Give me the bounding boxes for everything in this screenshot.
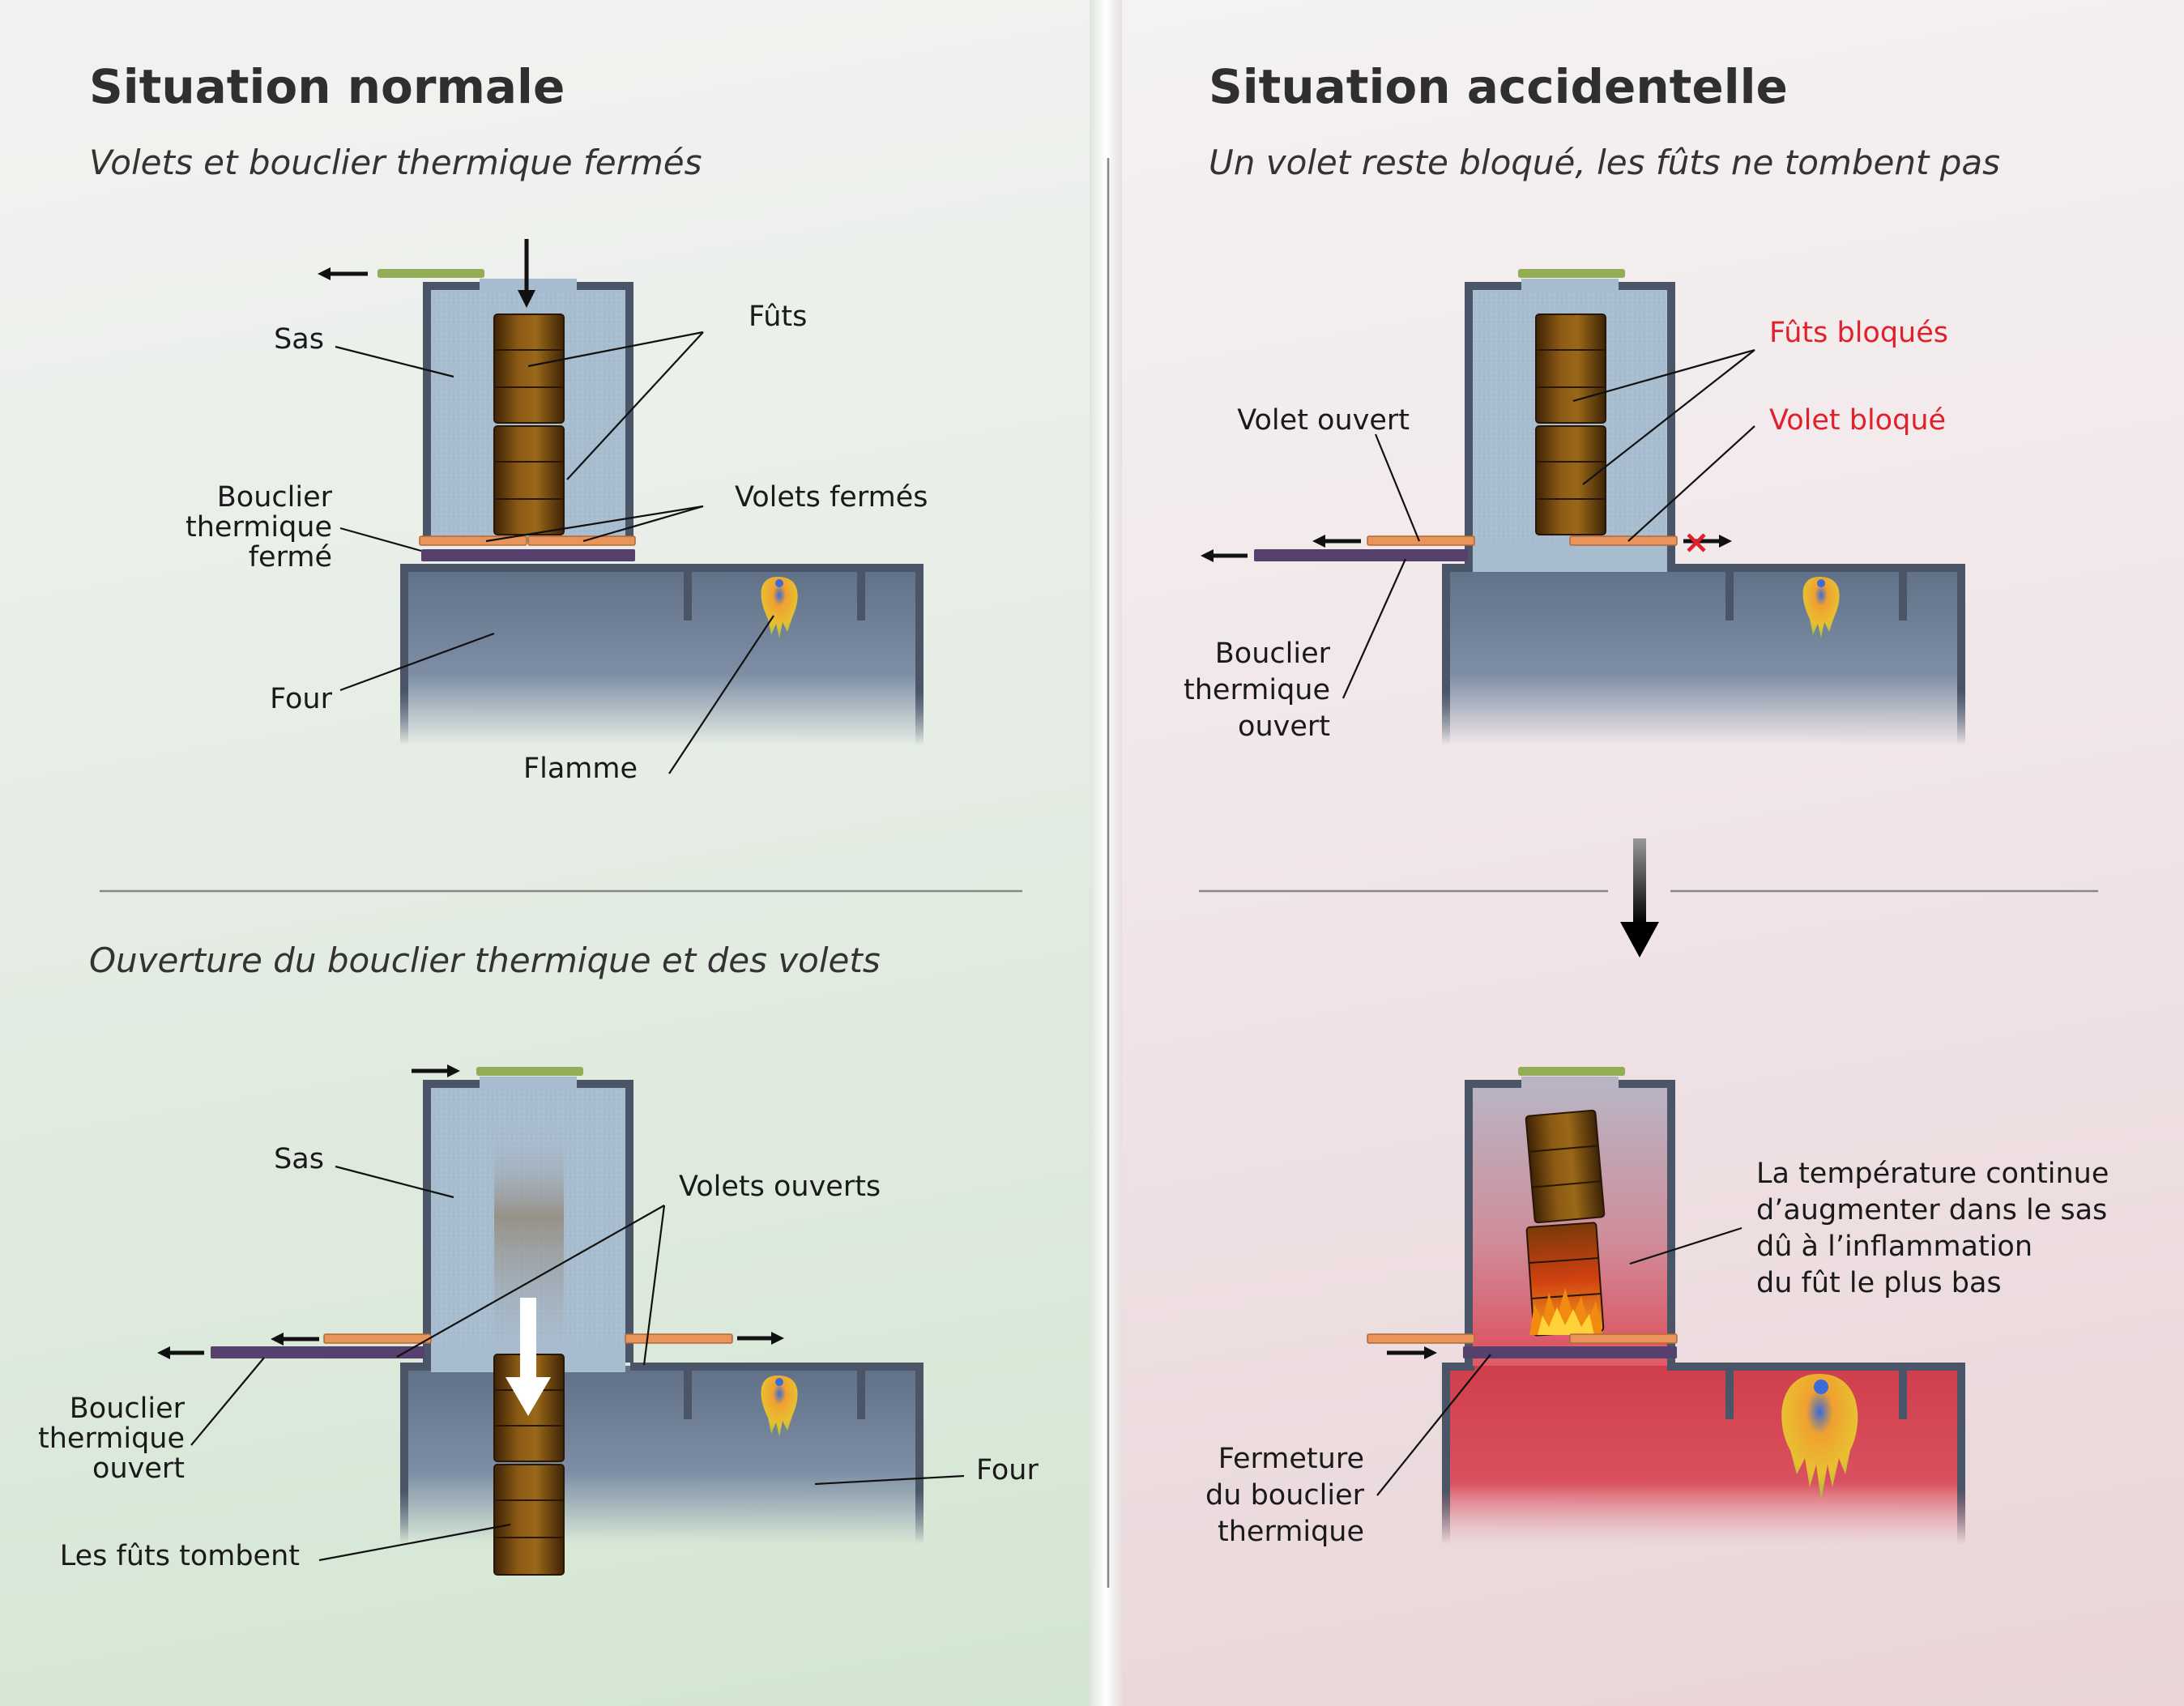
- accident-title: Situation accidentelle: [1209, 59, 1788, 114]
- airlock-lid: [378, 269, 484, 278]
- flame-icon: [761, 577, 798, 638]
- label-volet-bloque: Volet bloqué: [1769, 404, 1946, 437]
- label-flamme: Flamme: [523, 753, 638, 785]
- label-temperature-2: d’augmenter dans le sas: [1756, 1194, 2107, 1226]
- normal-bottom-subtitle: Ouverture du bouclier thermique et des v…: [89, 940, 881, 980]
- label-bouclier-3: ouvert: [92, 1452, 185, 1485]
- label-fermeture-2: du bouclier: [1205, 1479, 1365, 1512]
- arrow-left-icon: [157, 1346, 204, 1359]
- label-bouclier-1: Bouclier: [70, 1393, 186, 1425]
- label-sas: Sas: [274, 323, 324, 356]
- label-bouclier-3: fermé: [249, 541, 332, 574]
- label-fermeture-1: Fermeture: [1218, 1443, 1364, 1475]
- accident-top-subtitle: Un volet reste bloqué, les fûts ne tombe…: [1209, 143, 2000, 182]
- blocked-arrow-icon: [1683, 533, 1732, 552]
- label-four: Four: [976, 1454, 1039, 1486]
- label-temperature-1: La température continue: [1756, 1158, 2109, 1190]
- shutter-right-blocked: [1569, 535, 1678, 546]
- fire-icon: [1529, 1288, 1602, 1335]
- label-sas: Sas: [274, 1143, 324, 1175]
- arrow-left-icon: [1201, 549, 1248, 562]
- label-futs-tombent: Les fûts tombent: [60, 1540, 300, 1572]
- big-flame-icon: [1781, 1374, 1858, 1500]
- normal-top-subtitle: Volets et bouclier thermique fermés: [89, 143, 702, 182]
- flame-icon: [761, 1375, 798, 1437]
- label-futs: Fûts: [749, 301, 807, 333]
- oven-body: [400, 567, 924, 745]
- heat-shield-closing: [1463, 1346, 1677, 1358]
- scene-accident-fire: La température continue d’augmenter dans…: [1205, 1067, 2109, 1548]
- transition-arrow-icon: [1620, 838, 1659, 957]
- barrel-bottom: [1535, 425, 1606, 535]
- arrow-left-icon: [271, 1333, 319, 1346]
- panel-separator: [1090, 0, 1122, 1706]
- label-bouclier-2: thermique: [38, 1422, 185, 1455]
- label-temperature-3: dû à l’inflammation: [1756, 1230, 2033, 1263]
- oven-body: [400, 1366, 924, 1544]
- label-volets-fermes: Volets fermés: [735, 481, 928, 514]
- arrow-left-icon: [318, 267, 368, 280]
- label-bouclier-1: Bouclier: [1215, 638, 1331, 670]
- shutter-left-open: [323, 1333, 432, 1344]
- barrel-tilted-top: [1525, 1109, 1606, 1224]
- shutter-right-blocked: [1569, 1333, 1678, 1344]
- oven-body-hot: [1442, 1366, 1965, 1546]
- heat-shield-open: [211, 1346, 424, 1358]
- flame-icon: [1802, 577, 1840, 638]
- scene-accident-blocked: Volet ouvert Fûts bloqués Volet bloqué B…: [1184, 269, 1965, 745]
- arrow-right-icon: [1387, 1346, 1437, 1359]
- label-bouclier-3: ouvert: [1238, 710, 1330, 743]
- label-bouclier-1: Bouclier: [217, 481, 333, 514]
- arrow-down-icon: [518, 239, 535, 308]
- scene-normal-closed: Sas Fûts Bouclier thermique fermé Volets…: [186, 239, 928, 785]
- barrel-bottom: [493, 425, 565, 535]
- scene-normal-open: Sas Volets ouverts Bouclier thermique ou…: [38, 1064, 1039, 1576]
- arrow-left-icon: [1312, 535, 1361, 548]
- barrel-top: [493, 313, 565, 424]
- shutter-right-closed: [527, 535, 636, 546]
- barrel-top: [1535, 313, 1606, 424]
- fall-arrow-icon: [505, 1298, 551, 1416]
- arrow-right-icon: [737, 1332, 784, 1345]
- airlock-lid: [1518, 1067, 1625, 1076]
- airlock-lid: [476, 1067, 583, 1076]
- label-temperature-4: du fût le plus bas: [1756, 1267, 2002, 1299]
- arrow-right-icon: [412, 1064, 460, 1077]
- label-volets-ouverts: Volets ouverts: [679, 1171, 881, 1203]
- label-bouclier-2: thermique: [186, 511, 332, 544]
- label-futs-bloques: Fûts bloqués: [1769, 317, 1948, 349]
- oven-body: [1442, 567, 1965, 745]
- normal-title: Situation normale: [89, 59, 565, 114]
- heat-shield-open: [1254, 549, 1468, 561]
- airlock-lid: [1518, 269, 1625, 278]
- label-bouclier-2: thermique: [1184, 674, 1330, 706]
- barrel-falling-bottom: [493, 1464, 565, 1576]
- shutter-right-open: [625, 1333, 733, 1344]
- label-four: Four: [270, 683, 332, 715]
- label-fermeture-3: thermique: [1218, 1516, 1364, 1548]
- shutter-left-open: [1367, 535, 1475, 546]
- heat-shield-closed: [421, 549, 635, 561]
- shutter-left-open: [1367, 1333, 1475, 1344]
- label-volet-ouvert: Volet ouvert: [1237, 404, 1410, 437]
